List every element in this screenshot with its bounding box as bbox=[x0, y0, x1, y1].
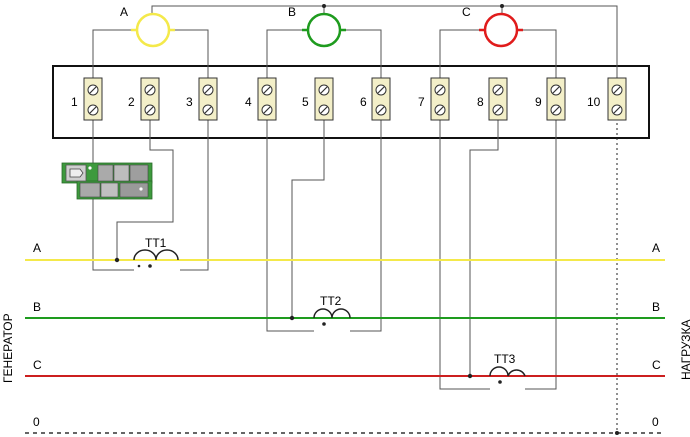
terminal-number: 9 bbox=[535, 95, 542, 109]
terminal-7 bbox=[430, 77, 450, 121]
terminal-4 bbox=[257, 77, 277, 121]
terminals bbox=[83, 77, 627, 121]
junction-dot bbox=[322, 4, 326, 8]
jumper-image bbox=[61, 162, 153, 200]
meter-a: A bbox=[120, 5, 175, 48]
current-transformer-1: TT1 bbox=[133, 236, 179, 268]
meter-a-label: A bbox=[120, 5, 128, 19]
terminal-9 bbox=[546, 77, 566, 121]
terminal-10 bbox=[607, 77, 627, 121]
terminal-8 bbox=[488, 77, 508, 121]
terminal-2 bbox=[140, 77, 160, 121]
terminal-number: 2 bbox=[128, 95, 135, 109]
terminal-number: 7 bbox=[418, 95, 425, 109]
line-a-right-label: A bbox=[652, 241, 660, 255]
terminal-3 bbox=[198, 77, 218, 121]
line-n-right-label: 0 bbox=[652, 415, 659, 429]
meter-b: B bbox=[288, 5, 346, 48]
junction-dot bbox=[500, 4, 504, 8]
tt1-label: TT1 bbox=[145, 236, 167, 250]
line-c-right-label: C bbox=[652, 358, 661, 372]
line-b-right-label: B bbox=[652, 300, 660, 314]
junction-dot bbox=[467, 373, 473, 379]
line-a-left-label: A bbox=[33, 241, 41, 255]
line-c-left-label: C bbox=[33, 358, 42, 372]
tt2-label: TT2 bbox=[320, 294, 342, 308]
line-b-left-label: B bbox=[33, 300, 41, 314]
generator-label: ГЕНЕРАТОР bbox=[1, 313, 15, 383]
wiring bbox=[92, 5, 618, 390]
terminal-5 bbox=[314, 77, 334, 121]
terminal-number: 6 bbox=[360, 95, 367, 109]
current-transformer-3: TT3 bbox=[489, 352, 526, 384]
junction-dot bbox=[114, 257, 120, 263]
terminal-number: 1 bbox=[71, 95, 78, 109]
terminal-number: 3 bbox=[186, 95, 193, 109]
terminal-number: 4 bbox=[245, 95, 252, 109]
tt3-label: TT3 bbox=[494, 352, 516, 366]
meter-c-label: C bbox=[462, 5, 471, 19]
terminal-number: 8 bbox=[477, 95, 484, 109]
meter-c: C bbox=[462, 5, 523, 48]
terminal-6 bbox=[371, 77, 391, 121]
terminal-number: 10 bbox=[587, 95, 601, 109]
terminal-number: 5 bbox=[302, 95, 309, 109]
junction-dot bbox=[289, 315, 295, 321]
terminal-1 bbox=[83, 77, 103, 121]
junction-dot bbox=[615, 431, 619, 435]
current-transformer-2: TT2 bbox=[313, 294, 351, 326]
meter-b-label: B bbox=[288, 5, 296, 19]
load-label: НАГРУЗКА bbox=[679, 319, 690, 380]
line-n-left-label: 0 bbox=[33, 415, 40, 429]
